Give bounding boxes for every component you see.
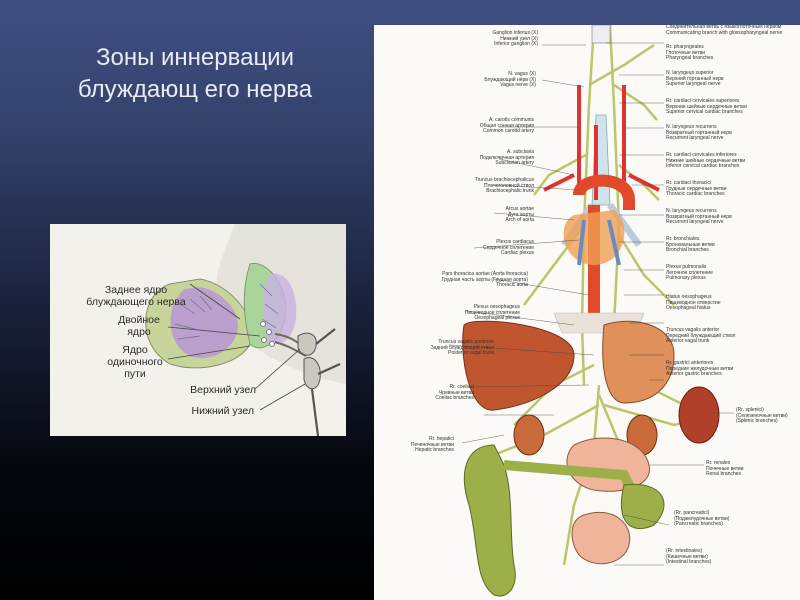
label-rr-splenici: (Rr. splenici)(Селезеночные ветви)(Splen… (736, 407, 788, 425)
slide-title-line-1: Зоны иннервации (95, 44, 294, 71)
lower-ganglion-label: Нижний узел (191, 405, 254, 417)
solitary-nucleus-label: Ядро одиночного пути (107, 344, 163, 380)
ambiguus-nucleus-label: Двойное ядро (118, 314, 160, 338)
label-rr-intestinales: (Rr. intestinales)(Кишечные ветви)(Intes… (666, 548, 712, 566)
dorsal-nucleus-label: Заднее ядро блуждающего нерва (86, 284, 186, 308)
label-ganglion-inferius: Ganglion inferius (X)Нижний узел (X)Infe… (492, 30, 538, 48)
slide-title-line-2: блуждающ его нерва (77, 76, 313, 103)
label-communicating-branch: Соединительная ветвь с языкоглоточным не… (666, 25, 783, 36)
upper-ganglion-label: Верхний узел (190, 384, 256, 396)
vagus-innervation-plate: Ganglion inferius (X)Нижний узел (X)Infe… (374, 25, 800, 600)
label-rr-pancreatici: (Rr. pancreatici)(Поджелудочные ветви)(P… (674, 510, 730, 528)
slide-title: Зоны иннервации блуждающ его нерва (40, 42, 350, 106)
label-pars-thoracica: Pars thoracica aortae (Aorta thoracica)Г… (441, 271, 528, 289)
brainstem-drawing (145, 224, 346, 436)
label-n-vagus: N. vagus (X)Блуждающий нерв (X)Vagus ner… (484, 71, 536, 89)
brainstem-nuclei-illustration: Заднее ядро блуждающего нерва Двойное яд… (50, 224, 346, 436)
anatomy-drawing (448, 25, 734, 597)
